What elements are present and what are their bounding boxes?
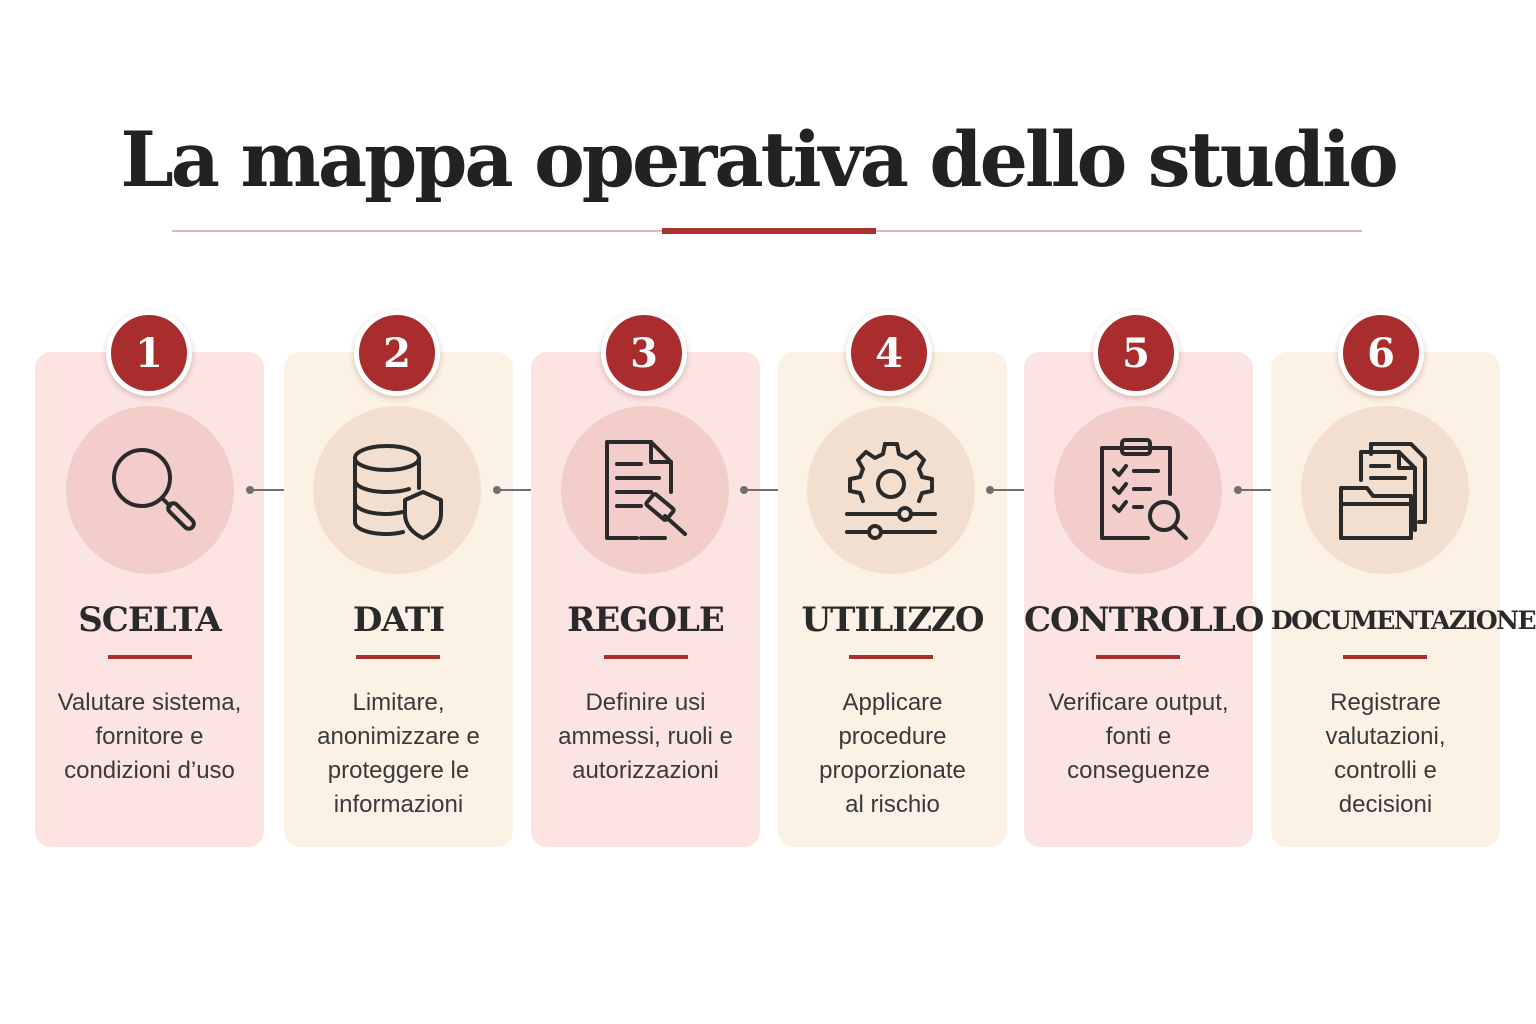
desc-line: Applicare — [842, 689, 943, 716]
step-description: Limitare, anonimizzare e proteggere le i… — [284, 686, 513, 822]
desc-line: fonti e — [1105, 723, 1172, 750]
step-description: Verificare output, fonti e conseguenze — [1024, 686, 1253, 788]
step-label: SCELTA — [78, 600, 221, 640]
document-gavel-icon — [561, 406, 729, 574]
step-number-badge: 2 — [354, 310, 440, 396]
step-description: Valutare sistema, fornitore e condizioni… — [35, 686, 264, 788]
title-divider-accent — [662, 228, 876, 234]
step-underline — [108, 655, 192, 659]
magnifier-icon — [66, 406, 234, 574]
desc-line: proteggere le — [327, 757, 470, 784]
desc-line: procedure — [838, 723, 947, 750]
step-label: DATI — [352, 600, 445, 640]
clipboard-check-icon — [1054, 406, 1222, 574]
desc-line: condizioni d’uso — [64, 757, 235, 784]
step-description: Definire usi ammessi, ruoli e autorizzaz… — [531, 686, 760, 788]
documents-folder-icon — [1301, 406, 1469, 574]
desc-line: anonimizzare e — [317, 723, 480, 750]
step-label: CONTROLLO — [1024, 600, 1264, 640]
desc-line: fornitore e — [95, 723, 204, 750]
desc-line: al rischio — [845, 791, 940, 818]
step-description: Applicare procedure proporzionate al ris… — [778, 686, 1007, 822]
step-number-badge: 3 — [601, 310, 687, 396]
desc-line: ammessi, ruoli e — [558, 723, 733, 750]
database-shield-icon — [313, 406, 481, 574]
desc-line: Definire usi — [585, 689, 706, 716]
step-number-badge: 1 — [106, 310, 192, 396]
step-underline — [356, 655, 440, 659]
step-underline — [604, 655, 688, 659]
step-underline — [1343, 655, 1427, 659]
step-underline — [849, 655, 933, 659]
desc-line: Registrare — [1330, 689, 1441, 716]
desc-line: Valutare sistema, — [57, 689, 242, 716]
desc-line: Limitare, — [352, 689, 445, 716]
gear-sliders-icon — [807, 406, 975, 574]
step-number-badge: 4 — [846, 310, 932, 396]
step-label: REGOLE — [567, 600, 725, 640]
step-number-badge: 6 — [1338, 310, 1424, 396]
desc-line: valutazioni, — [1325, 723, 1446, 750]
desc-line: proporzionate — [819, 757, 966, 784]
step-label: DOCUMENTAZIONE — [1271, 606, 1536, 635]
desc-line: informazioni — [333, 791, 464, 818]
desc-line: autorizzazioni — [572, 757, 719, 784]
desc-line: conseguenze — [1067, 757, 1210, 784]
step-underline — [1096, 655, 1180, 659]
desc-line: Verificare output, — [1048, 689, 1229, 716]
step-label: UTILIZZO — [801, 600, 985, 640]
desc-line: controlli e — [1334, 757, 1437, 784]
page-title: La mappa operativa dello studio — [120, 115, 1398, 204]
step-description: Registrare valutazioni, controlli e deci… — [1271, 686, 1500, 822]
step-number-badge: 5 — [1093, 310, 1179, 396]
desc-line: decisioni — [1338, 791, 1433, 818]
